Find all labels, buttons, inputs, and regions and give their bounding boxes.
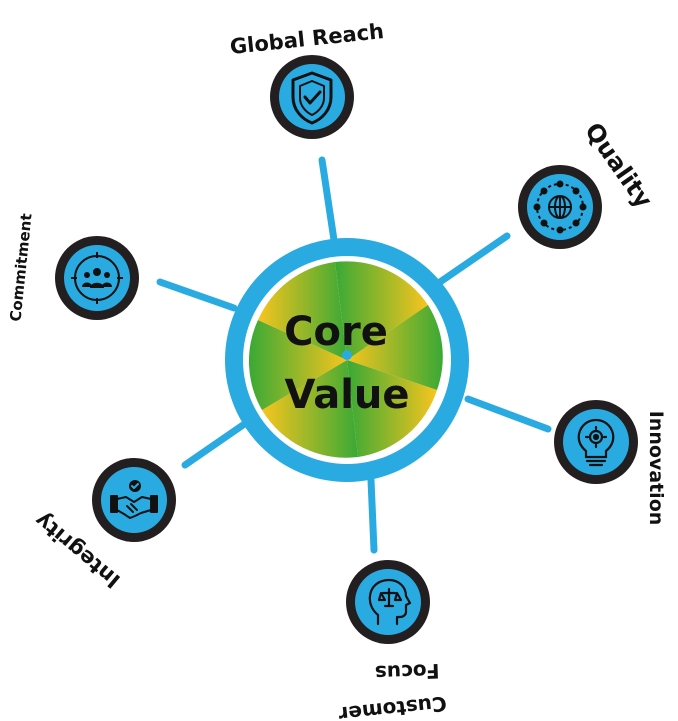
node-integrity[interactable]: Integrity [30, 458, 176, 593]
core-center-dot [342, 350, 352, 360]
spoke-customer-focus [367, 476, 378, 554]
spoke-integrity [181, 421, 247, 469]
node-label-customer-line2: Focus [375, 659, 440, 685]
spoke-innovation [464, 395, 552, 433]
node-global-reach[interactable]: Global Reach [229, 19, 385, 139]
connector-spokes [156, 156, 552, 554]
node-innovation[interactable]: Innovation [554, 400, 667, 525]
node-label-global-reach: Global Reach [229, 19, 385, 59]
node-quality[interactable]: Quality [518, 118, 658, 249]
node-label-customer-line1: Customer [337, 691, 447, 721]
globe-network-icon [533, 180, 587, 234]
core-segments [248, 261, 443, 458]
head-balance-icon [368, 578, 412, 626]
core-title-line1: Core [284, 309, 388, 355]
core-title-line2: Value [284, 372, 409, 418]
spoke-commitment [156, 278, 238, 312]
node-label-commitment: Commitment [6, 213, 35, 323]
node-commitment[interactable]: Commitment [6, 213, 139, 323]
node-label-innovation: Innovation [645, 411, 667, 526]
node-customer-focus[interactable]: Customer Focus [337, 560, 448, 721]
spoke-quality [436, 232, 511, 286]
core-circle: Core Value [225, 238, 469, 482]
team-target-icon [71, 252, 123, 304]
shield-check-icon [291, 71, 333, 125]
handshake-icon [110, 480, 158, 519]
lightbulb-gear-icon [577, 418, 615, 467]
spoke-global-reach [318, 156, 338, 244]
